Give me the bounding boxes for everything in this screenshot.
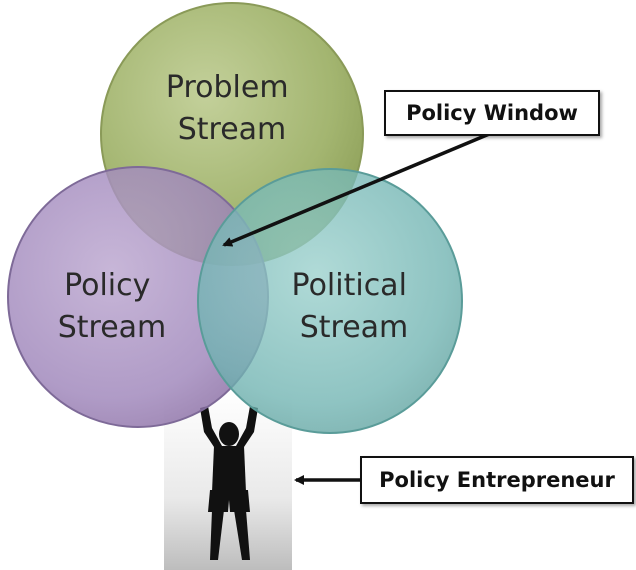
political-stream-circle	[197, 168, 463, 434]
policy-entrepreneur-callout: Policy Entrepreneur	[360, 456, 634, 504]
political-stream-label: Political Stream	[292, 268, 417, 345]
policy-window-label: Policy Window	[406, 101, 578, 125]
entrepreneur-figure	[164, 392, 292, 570]
policy-window-arrow	[222, 130, 495, 247]
policy-window-callout: Policy Window	[384, 90, 600, 136]
policy-entrepreneur-label: Policy Entrepreneur	[379, 468, 615, 492]
policy-stream-label: Policy Stream	[58, 268, 167, 345]
person-arms-raised-icon	[200, 406, 258, 560]
problem-stream-label: Problem Stream	[166, 70, 298, 147]
